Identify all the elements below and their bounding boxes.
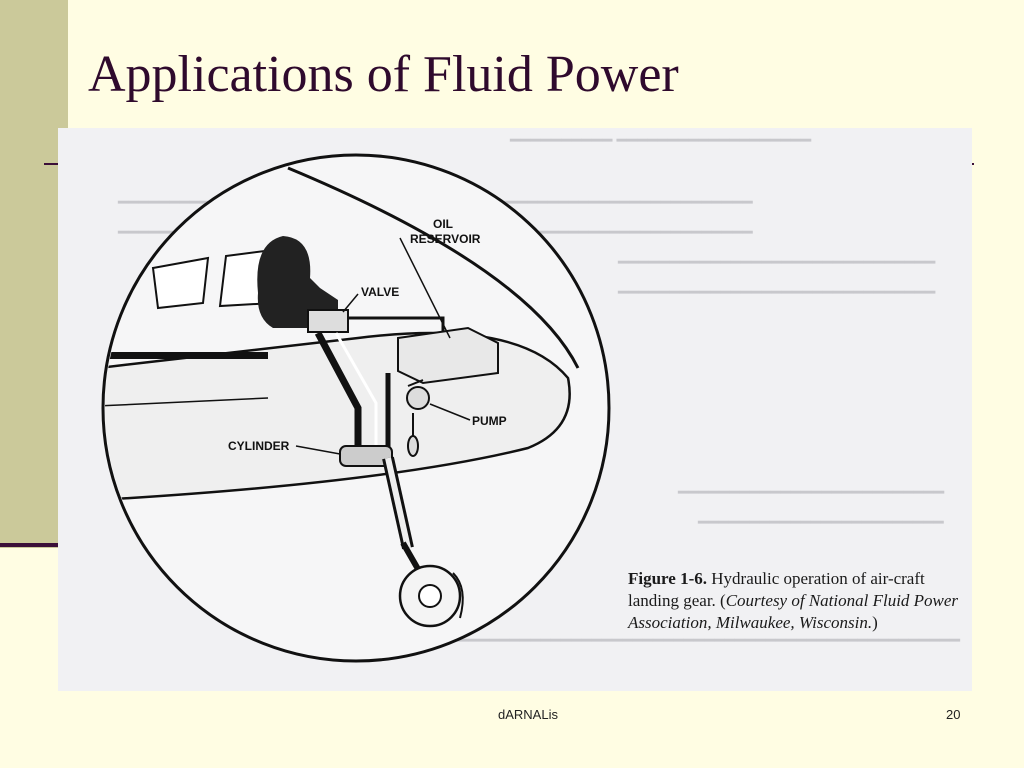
ghost-text: ━━━━━━━━━━━━━━━━━━━━━━━━━━━━━━━: [618, 253, 936, 272]
footer-author: dARNALis: [498, 707, 558, 722]
ghost-text: ━━━━━━━━━━━━━━━━━━━━━━━━━━━━━━━━━━━━━━━━…: [438, 631, 960, 650]
label-cylinder: CYLINDER: [228, 439, 290, 453]
caption-close: ): [872, 613, 878, 632]
label-valve: VALVE: [361, 285, 399, 299]
caption-lead: Figure 1-6.: [628, 569, 708, 588]
figure-scan: ━━━━━━━━━━ ━━━━━━━━━━━━━━━━━━━ ━━━━━━━━━…: [58, 128, 972, 691]
left-divider-line: [0, 543, 80, 547]
landing-gear-diagram: OIL RESERVOIR VALVE PUMP CYLINDER: [101, 153, 611, 663]
label-reservoir: RESERVOIR: [410, 232, 481, 246]
label-pump: PUMP: [472, 414, 507, 428]
slide-title: Applications of Fluid Power: [88, 46, 679, 103]
left-accent-band: [0, 0, 68, 548]
hydraulic-cylinder: [339, 445, 393, 467]
pilot-figure: [257, 236, 338, 328]
pump: [406, 386, 430, 410]
label-oil: OIL: [433, 217, 453, 231]
caption-text: Hydraulic operation of air-craft landing…: [628, 569, 925, 610]
valve-block: [307, 309, 349, 333]
ghost-text: ━━━━━━━━━━━━━━━━━━━━━━━━: [698, 513, 944, 532]
figure-caption: Figure 1-6. Hydraulic operation of air-c…: [628, 568, 964, 634]
caption-credit: Courtesy of National Fluid Power Associa…: [628, 591, 959, 632]
page-number: 20: [946, 707, 961, 722]
ghost-text: ━━━━━━━━━━━━━━━━━━━━━━━━━━━━━━━: [618, 283, 936, 302]
oil-reservoir: [397, 326, 499, 385]
ghost-text: ━━━━━━━━━━━━━━━━━━━━━━━━━━: [678, 483, 945, 502]
ghost-text: ━━━━━━━━━━ ━━━━━━━━━━━━━━━━━━━: [510, 131, 812, 150]
